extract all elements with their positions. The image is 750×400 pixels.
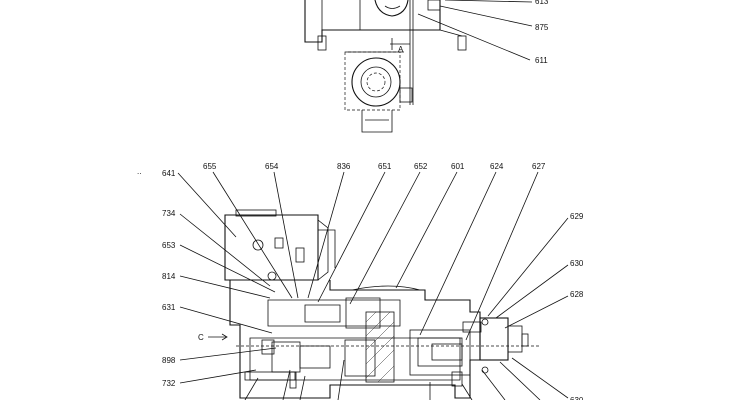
callout-624: 624	[490, 162, 504, 171]
dots-mark: ..	[137, 167, 141, 176]
callout-814: 814	[162, 272, 176, 281]
callout-652: 652	[414, 162, 428, 171]
right-callouts: 629 630 628 630	[461, 212, 584, 400]
callout-630: 630	[570, 259, 584, 268]
top-callouts: 655 654 836 651 652 601 624 627	[203, 162, 546, 341]
bottom-leaders	[282, 359, 431, 400]
callout-734: 734	[162, 209, 176, 218]
callout-651: 651	[378, 162, 392, 171]
left-callouts: 641 734 653 814 631 898 732	[162, 169, 277, 400]
view-marker: C	[198, 333, 204, 342]
callout-641: 641	[162, 169, 176, 178]
callout-628: 628	[570, 290, 584, 299]
hatch-block	[365, 311, 395, 383]
callout-631: 631	[162, 303, 176, 312]
callout-655: 655	[203, 162, 217, 171]
callout-601: 601	[451, 162, 465, 171]
callout-732: 732	[162, 379, 176, 388]
top-view: A 875 611 613	[304, 0, 549, 133]
callout-653: 653	[162, 241, 176, 250]
main-section-view: C	[198, 209, 540, 399]
callout-627: 627	[532, 162, 546, 171]
callout-611: 611	[535, 56, 548, 65]
callout-629: 629	[570, 212, 584, 221]
callout-654: 654	[265, 162, 279, 171]
callout-613-partial: 613	[535, 0, 549, 6]
callout-630-partial: 630	[570, 396, 584, 400]
callout-836: 836	[337, 162, 351, 171]
callout-875: 875	[535, 23, 549, 32]
callout-898: 898	[162, 356, 176, 365]
section-marker: A	[398, 45, 404, 54]
